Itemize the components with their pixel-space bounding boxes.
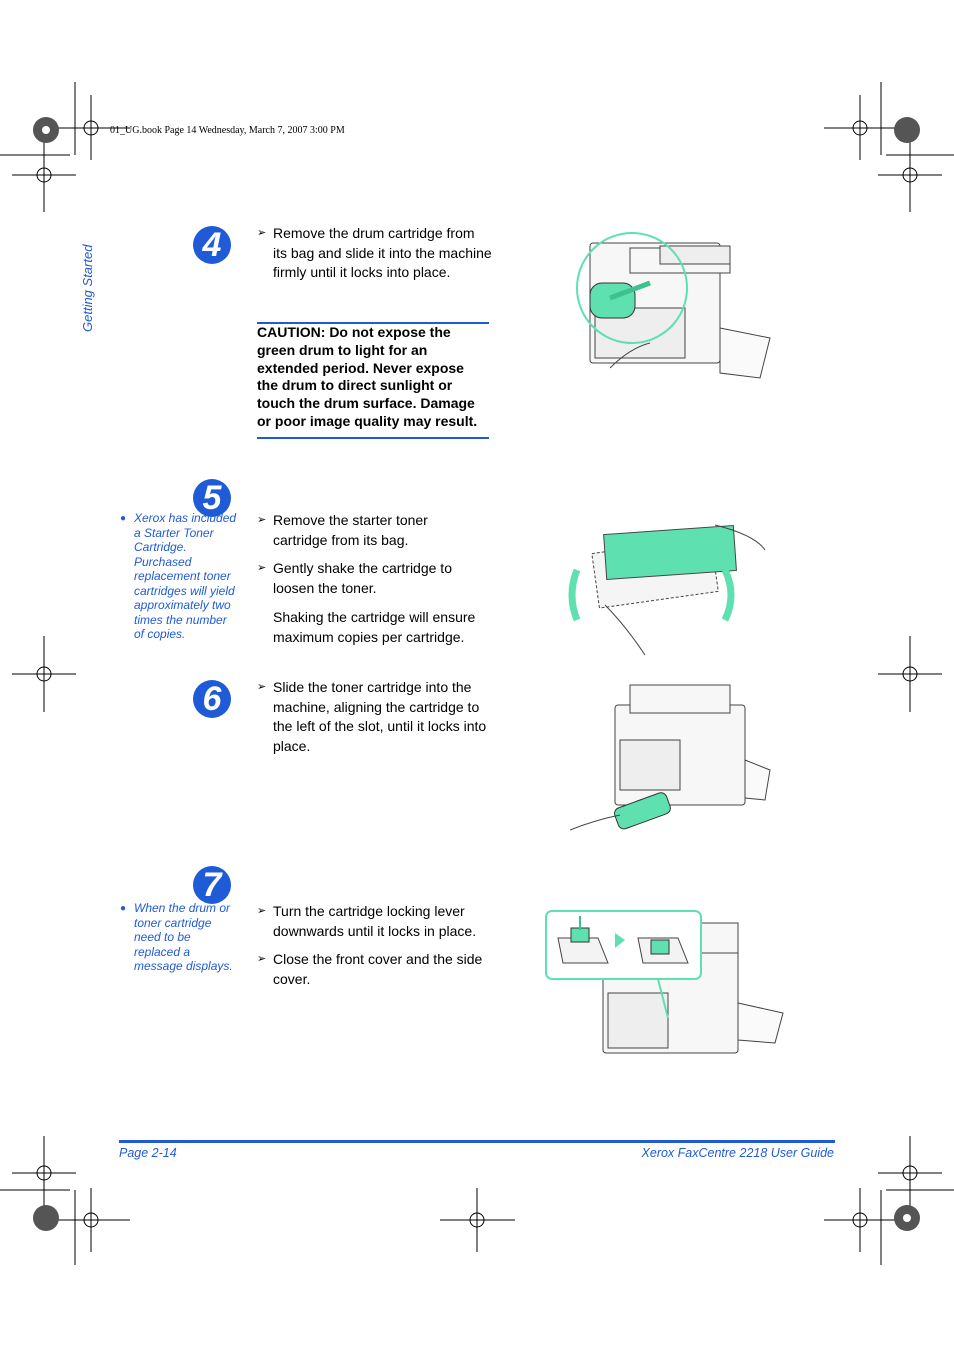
step-4-number: 4 (193, 226, 231, 264)
drum-install-illustration (576, 232, 771, 379)
step-7-note: ● When the drum or toner cartridge need … (120, 901, 233, 973)
step-6-number: 6 (193, 680, 231, 718)
arrow-bullet-icon: ➢ (257, 514, 267, 526)
step-5-bullet-1: ➢ Remove the starter toner cartridge fro… (257, 512, 428, 548)
caution-bottom-rule (257, 437, 489, 439)
step-7-bullet-1: ➢ Turn the cartridge locking lever downw… (257, 903, 477, 939)
footer-rule (119, 1140, 835, 1143)
caution-text: CAUTION: Do not expose the green drum to… (257, 324, 478, 429)
print-header: 01_UG.book Page 14 Wednesday, March 7, 2… (110, 125, 345, 136)
arrow-bullet-icon: ➢ (257, 905, 267, 917)
step-5-paragraph: Shaking the cartridge will ensure maximu… (273, 609, 476, 645)
arrow-bullet-icon: ➢ (257, 227, 267, 239)
toner-insert-illustration (570, 684, 771, 831)
note-bullet-icon: ● (120, 513, 127, 524)
caution-top-rule (257, 322, 489, 324)
arrow-bullet-icon: ➢ (257, 953, 267, 965)
arrow-bullet-icon: ➢ (257, 681, 267, 693)
step-5-bullet-2: ➢ Gently shake the cartridge to loosen t… (257, 560, 452, 596)
step-7-number: 7 (193, 866, 231, 904)
side-tab-label: Getting Started (80, 244, 95, 332)
arrow-bullet-icon: ➢ (257, 562, 267, 574)
toner-shake-illustration (568, 524, 766, 656)
note-bullet-icon: ● (120, 903, 127, 914)
step-6-bullet-1: ➢ Slide the toner cartridge into the mac… (257, 679, 487, 754)
step-4-bullet-1: ➢ Remove the drum cartridge from its bag… (257, 225, 492, 280)
footer-page-number: Page 2-14 (119, 1146, 177, 1160)
step-7-bullet-2: ➢ Close the front cover and the side cov… (257, 951, 483, 987)
footer-guide-title: Xerox FaxCentre 2218 User Guide (641, 1146, 834, 1160)
step-5-note: ● Xerox has included a Starter Toner Car… (120, 511, 237, 641)
step-5-number: 5 (193, 479, 231, 517)
locking-lever-illustration (545, 910, 784, 1054)
